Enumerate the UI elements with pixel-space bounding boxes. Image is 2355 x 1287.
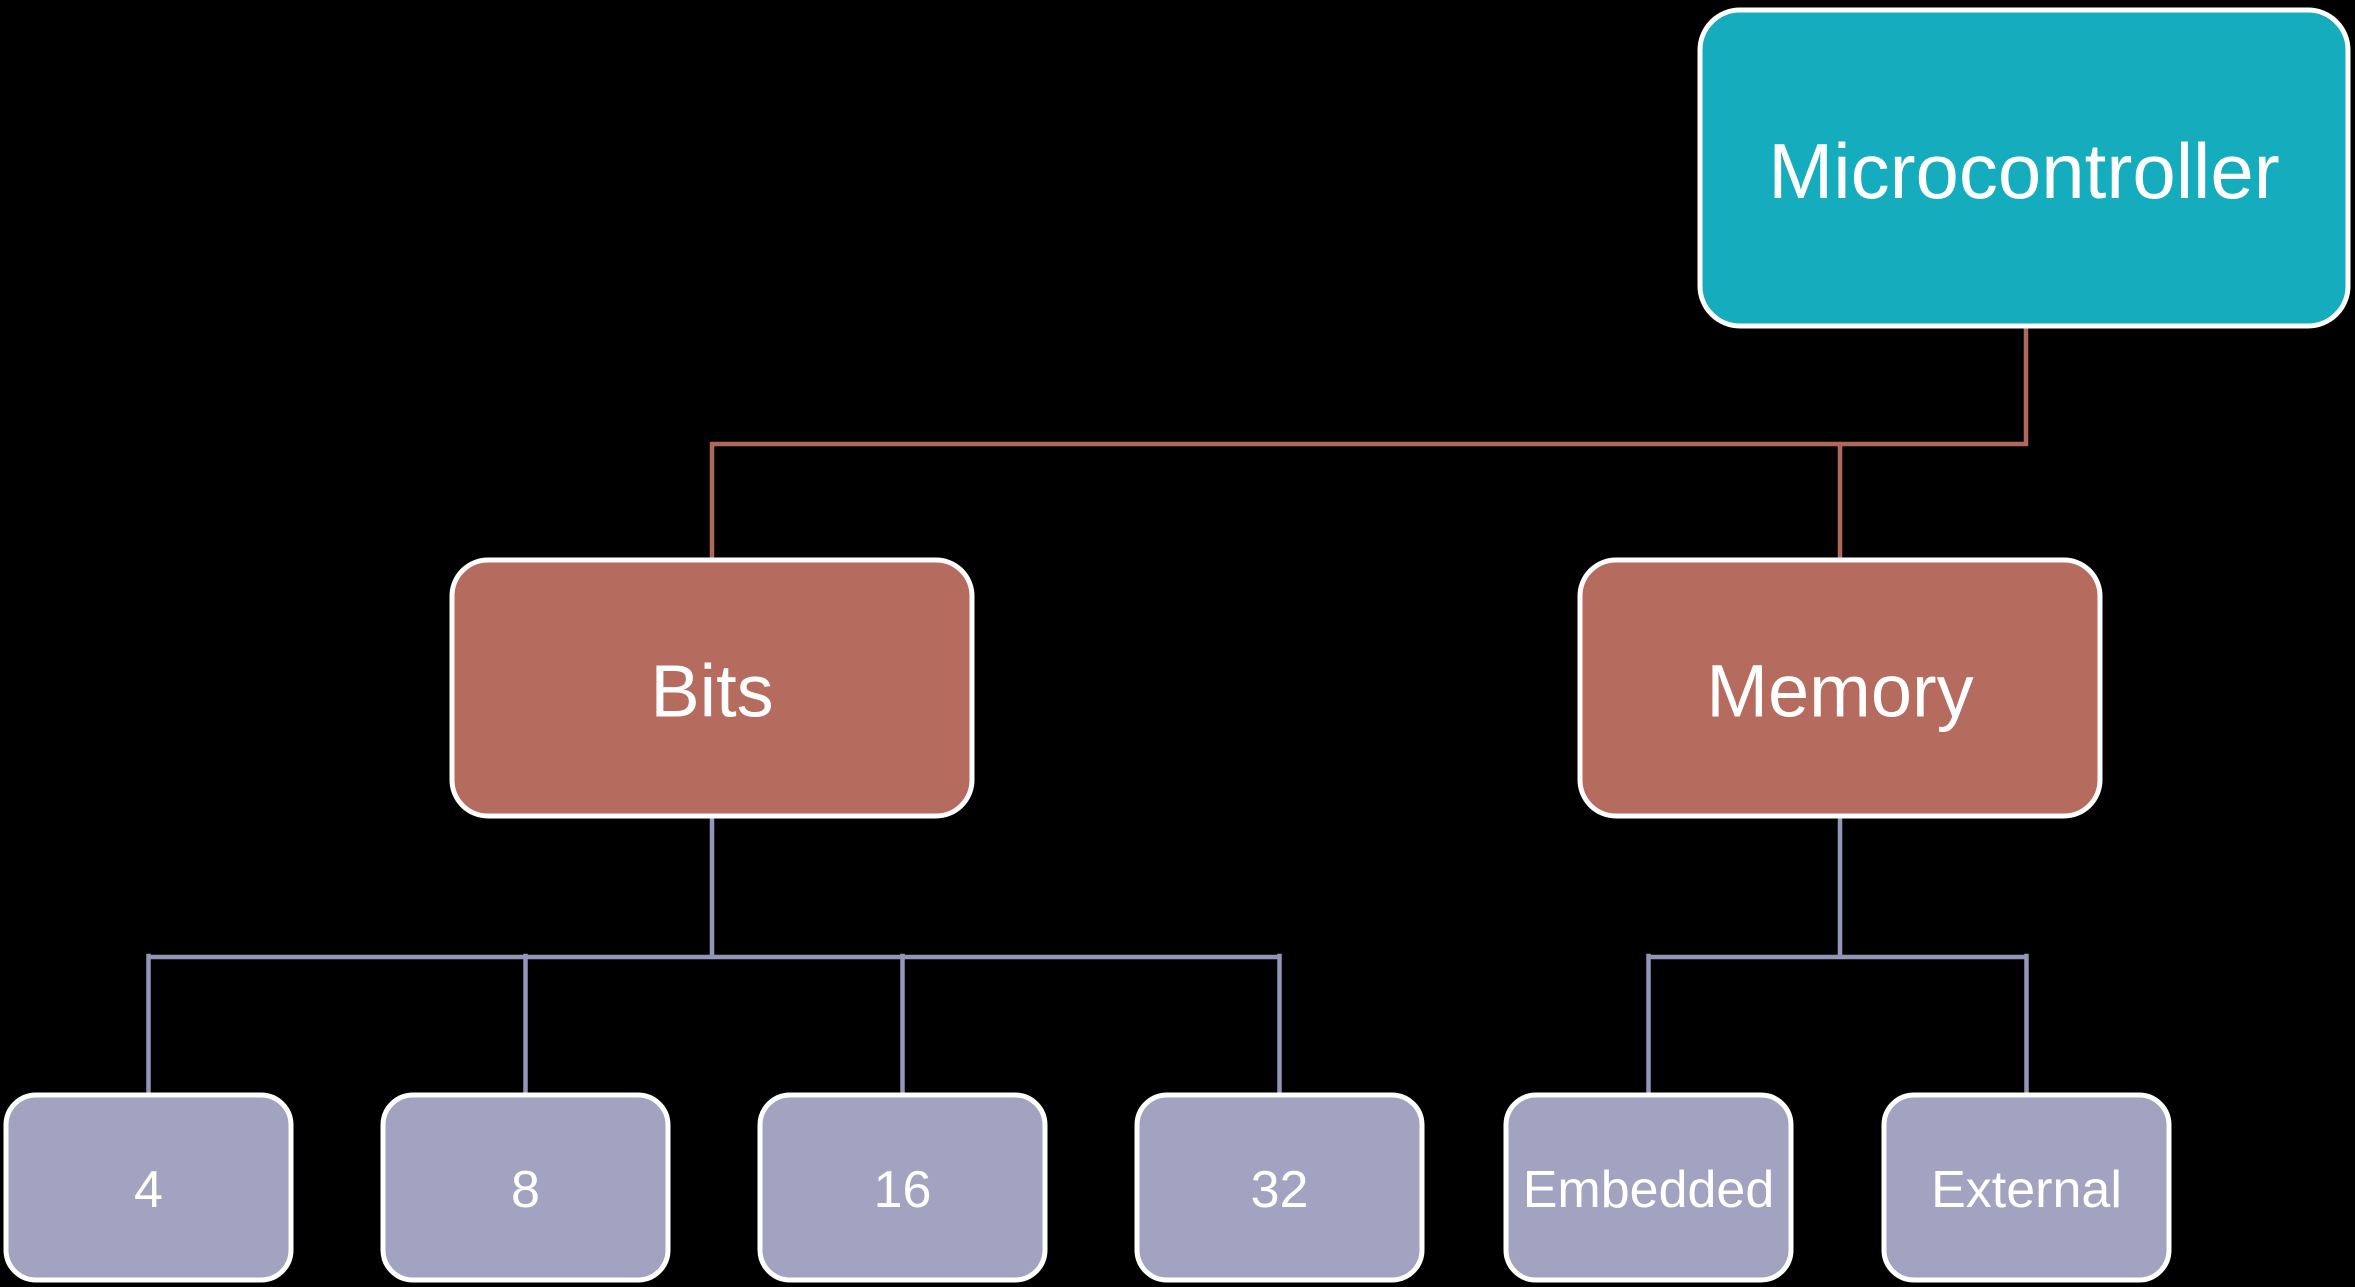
node-8: 8 <box>380 1092 671 1283</box>
connector-memory-to-children <box>1646 811 2029 1101</box>
node-bits: Bits <box>449 557 975 819</box>
node-32-label: 32 <box>1251 1161 1309 1219</box>
node-external-shape <box>1881 1092 2172 1283</box>
node-8-label: 8 <box>511 1161 540 1219</box>
node-16-shape <box>757 1092 1048 1283</box>
node-microcontroller-label: Microcontroller <box>1768 127 2279 215</box>
node-external: External <box>1881 1092 2172 1283</box>
node-bits-label: Bits <box>650 650 773 733</box>
connector-root-to-branches <box>709 323 2029 565</box>
node-embedded-shape <box>1503 1092 1794 1283</box>
node-32-shape <box>1134 1092 1425 1283</box>
node-16-label: 16 <box>874 1161 932 1219</box>
node-external-label: External <box>1931 1161 2122 1219</box>
node-4-label: 4 <box>134 1161 163 1219</box>
node-memory-shape <box>1577 557 2103 819</box>
node-microcontroller-shape <box>1697 7 2351 329</box>
node-32: 32 <box>1134 1092 1425 1283</box>
node-16: 16 <box>757 1092 1048 1283</box>
node-memory: Memory <box>1577 557 2103 819</box>
node-4-shape <box>3 1092 294 1283</box>
node-memory-label: Memory <box>1706 650 1973 733</box>
node-bits-shape <box>449 557 975 819</box>
node-microcontroller: Microcontroller <box>1697 7 2351 329</box>
node-4: 4 <box>3 1092 294 1283</box>
node-embedded-label: Embedded <box>1523 1161 1775 1219</box>
node-8-shape <box>380 1092 671 1283</box>
connector-bits-to-children <box>146 811 1282 1101</box>
node-embedded: Embedded <box>1503 1092 1794 1283</box>
